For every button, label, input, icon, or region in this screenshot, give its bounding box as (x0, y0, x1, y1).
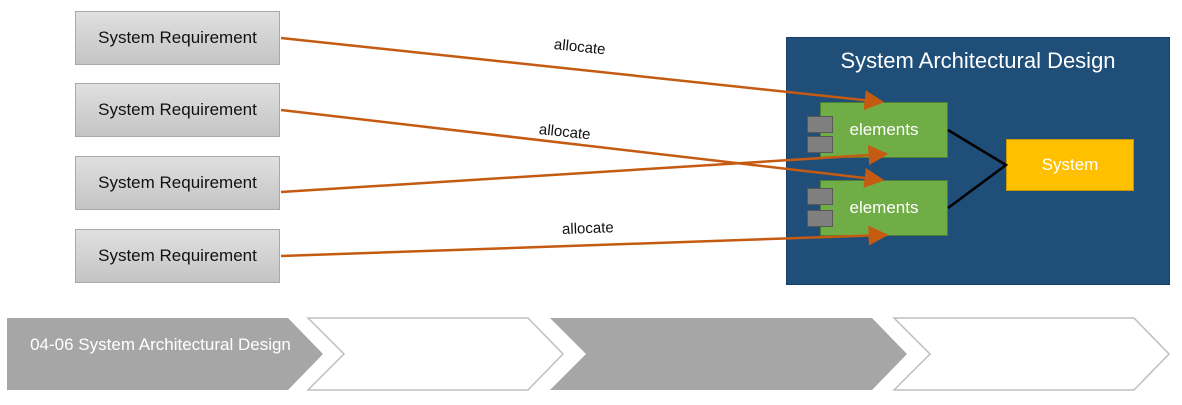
requirement-box-4[interactable]: System Requirement (75, 229, 280, 283)
requirement-box-3[interactable]: System Requirement (75, 156, 280, 210)
allocate-arrow-4 (280, 225, 889, 258)
requirement-box-2[interactable]: System Requirement (75, 83, 280, 137)
process-step-2[interactable] (306, 317, 565, 391)
process-step-1-label: 04-06 System Architectural Design (30, 335, 291, 354)
allocate-arrow-1 (280, 36, 885, 111)
port-icon (807, 188, 833, 205)
process-step-1[interactable] (7, 318, 323, 390)
composition-line (947, 128, 1009, 210)
process-step-4[interactable] (892, 317, 1171, 391)
allocate-arrow-2 (280, 108, 885, 188)
port-icon (807, 210, 833, 227)
process-step-3[interactable] (550, 318, 907, 390)
architecture-title: System Architectural Design (840, 48, 1116, 73)
allocate-arrow-3 (280, 145, 889, 194)
system-box[interactable]: System (1006, 139, 1134, 191)
port-icon (807, 136, 833, 153)
requirement-box-1[interactable]: System Requirement (75, 11, 280, 65)
port-icon (807, 116, 833, 133)
